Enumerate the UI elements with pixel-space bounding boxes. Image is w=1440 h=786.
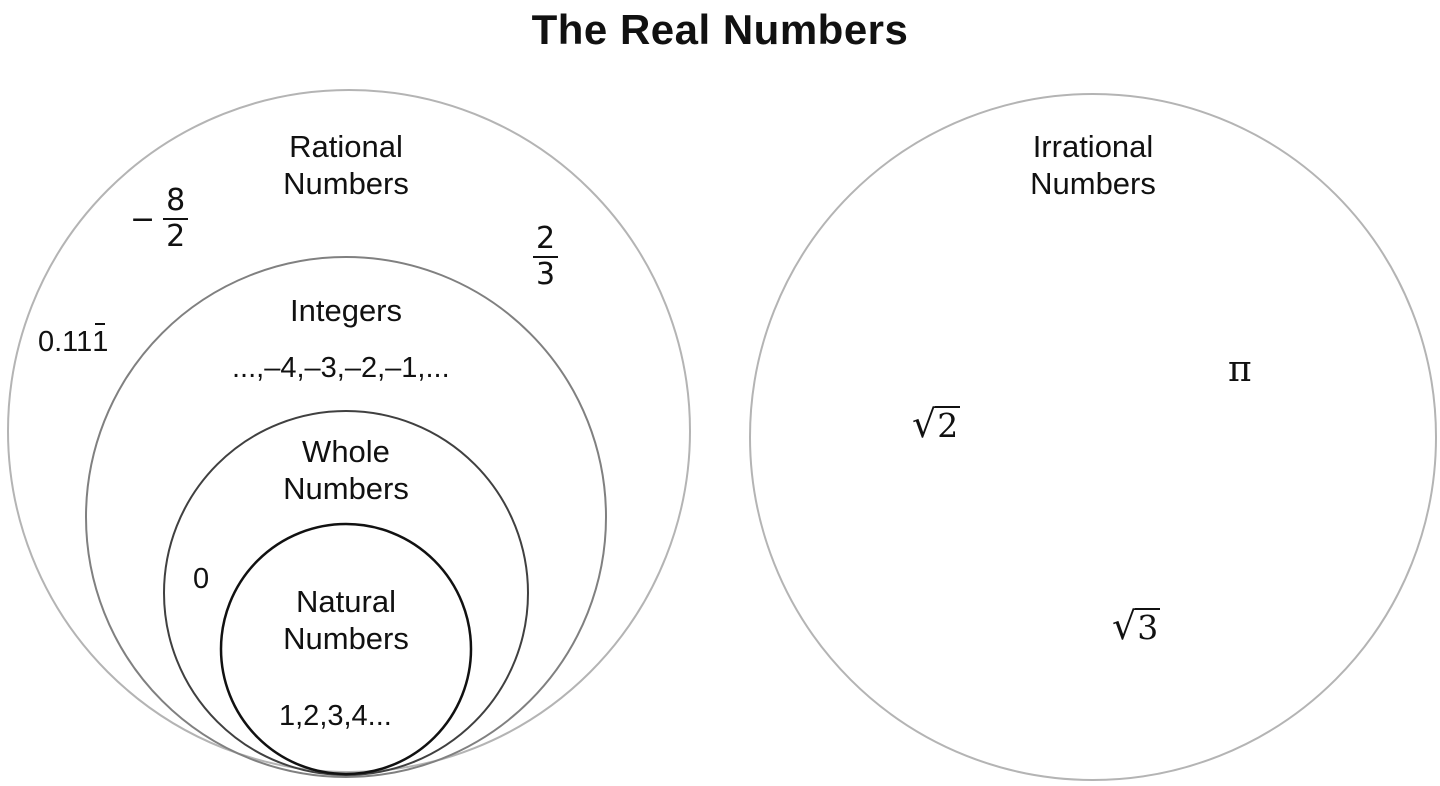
integers-examples: ...,–4,–3,–2,–1,... bbox=[232, 352, 450, 384]
repeating-digit: 1 bbox=[92, 323, 108, 359]
pi-symbol: π bbox=[1228, 349, 1252, 390]
repeating-decimal-prefix: 0.11 bbox=[38, 326, 93, 358]
repeat-bar bbox=[95, 323, 106, 325]
whole-numbers-example-zero: 0 bbox=[193, 563, 210, 595]
square-root-three: √3 bbox=[1112, 604, 1161, 648]
fraction-denominator: 2 bbox=[163, 218, 189, 254]
integers-label-text: Integers bbox=[289, 293, 403, 328]
irrational-numbers-circle bbox=[749, 93, 1437, 781]
minus-sign: − bbox=[130, 201, 156, 237]
natural-label-line2: Numbers bbox=[283, 621, 409, 656]
irrational-label-line2: Numbers bbox=[1030, 166, 1156, 201]
diagram-title: The Real Numbers bbox=[531, 6, 909, 53]
whole-label-line1: Whole bbox=[302, 434, 390, 469]
rational-numbers-circle bbox=[7, 89, 691, 773]
fraction-denominator: 3 bbox=[533, 256, 559, 292]
fraction-numerator: 8 bbox=[166, 183, 186, 218]
radical-icon: √ bbox=[912, 402, 937, 446]
natural-numbers-circle bbox=[219, 522, 473, 776]
two-thirds: 2 3 bbox=[533, 221, 559, 292]
irrational-numbers-label: Irrational Numbers bbox=[1030, 128, 1156, 202]
negative-eight-halves: − 8 2 bbox=[130, 183, 189, 254]
integers-circle bbox=[85, 256, 607, 778]
whole-label-line2: Numbers bbox=[283, 471, 409, 506]
square-root-two: √2 bbox=[912, 402, 961, 446]
natural-numbers-examples: 1,2,3,4... bbox=[279, 700, 392, 732]
rational-label-line2: Numbers bbox=[283, 166, 409, 201]
rational-label-line1: Rational bbox=[289, 129, 403, 164]
natural-label-line1: Natural bbox=[296, 584, 396, 619]
fraction-numerator: 2 bbox=[536, 221, 556, 256]
integers-label: Integers bbox=[290, 292, 402, 329]
radicand: 2 bbox=[935, 406, 961, 445]
natural-numbers-label: Natural Numbers bbox=[283, 583, 409, 657]
radicand: 3 bbox=[1135, 608, 1161, 647]
rational-numbers-label: Rational Numbers bbox=[283, 128, 409, 202]
whole-numbers-label: Whole Numbers bbox=[283, 433, 409, 507]
radical-icon: √ bbox=[1112, 604, 1137, 648]
irrational-label-line1: Irrational bbox=[1032, 129, 1154, 164]
